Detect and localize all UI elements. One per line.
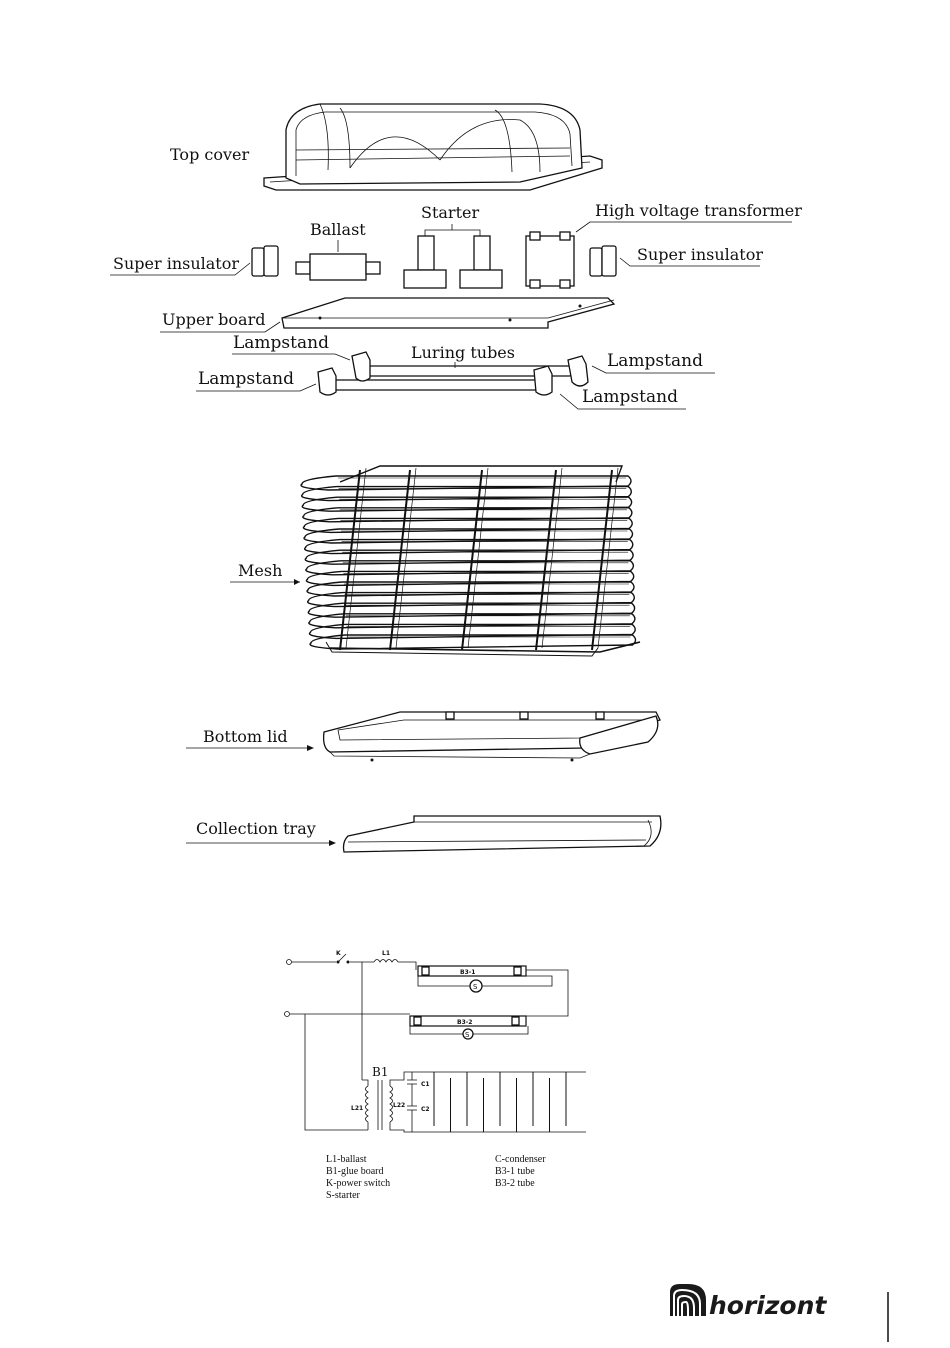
lampstand-leader-3 [591,365,715,374]
legend-l1: L1-ballast [326,1154,367,1165]
lampstand-label-4: Lampstand [582,387,678,407]
lampstand-label-2: Lampstand [198,369,294,389]
label-s-2: S [465,1031,470,1039]
starter-symbol-2 [462,1028,474,1040]
bottom-lid-arrow [307,745,314,751]
label-b1: B1 [372,1065,388,1079]
ballast-label: Ballast [310,220,366,239]
lampstand-label-1: Lampstand [233,333,329,353]
super-insulator-left-drawing [251,245,279,277]
mesh-arrow [294,579,300,585]
label-b3-1: B3-1 [460,969,475,976]
label-c1: C1 [421,1081,430,1088]
collection-tray-arrow [329,840,336,846]
horizont-logo-icon [670,1284,706,1316]
top-cover-label: Top cover [170,145,249,164]
mesh-drawing [300,465,641,657]
mesh-label: Mesh [238,561,282,580]
label-l22: L22 [393,1102,405,1109]
super-insulator-left-label: Super insulator [113,254,239,273]
ballast-drawing [295,253,381,281]
hv-transformer-leader [575,221,792,233]
lampstand-label-3: Lampstand [607,351,703,371]
hv-transformer-label: High voltage transformer [595,201,802,220]
hv-transformer-drawing [525,231,575,289]
lampstand-leader-2 [196,383,317,392]
super-insulator-right-leader [619,257,760,267]
capacitor-c2 [407,1100,417,1132]
starter-symbol-1 [469,979,483,993]
label-c2: C2 [421,1106,430,1113]
brand-name: horizont [709,1291,827,1320]
legend-c: C-condenser [495,1154,546,1165]
coil-l22 [389,1085,393,1123]
collection-tray-drawing [342,815,662,853]
super-insulator-left-leader [110,262,251,276]
luring-tubes-label: Luring tubes [411,343,515,362]
tube-b3-1 [417,965,527,977]
bottom-lid-drawing [322,711,661,762]
legend-k: K-power switch [326,1178,390,1189]
label-b3-2: B3-2 [457,1019,472,1026]
upper-board-label: Upper board [162,310,265,329]
tube-b3-2 [409,1015,527,1027]
glue-board-plates [433,1072,567,1132]
terminal-1 [286,959,292,965]
luring-tubes-drawing [317,351,589,396]
bottom-lid-label: Bottom lid [203,727,288,746]
circuit-diagram [284,953,586,1133]
starter-label: Starter [421,203,479,222]
capacitor-c1 [407,1072,417,1100]
coil-l21 [365,1085,369,1123]
lampstand-leader-4 [559,393,686,410]
legend-s: S-starter [326,1190,361,1201]
legend-b3-2: B3-2 tube [495,1178,535,1189]
super-insulator-right-drawing [589,245,617,277]
power-switch [337,953,347,963]
label-l1: L1 [382,950,390,957]
collection-tray-label: Collection tray [196,819,316,838]
label-s-1: S [473,983,478,991]
legend-b1: B1-glue board [326,1166,384,1177]
upper-board-drawing [281,297,616,329]
top-cover-drawing [263,103,603,191]
super-insulator-right-label: Super insulator [637,245,763,264]
lampstand-leader-1 [232,353,351,361]
label-l21: L21 [351,1105,363,1112]
terminal-2 [284,1011,290,1017]
upper-board-leader [160,321,281,333]
ballast-coil [373,959,399,963]
legend-b3-1: B3-1 tube [495,1166,535,1177]
label-k: K [336,950,341,957]
starter-drawing [403,224,503,289]
